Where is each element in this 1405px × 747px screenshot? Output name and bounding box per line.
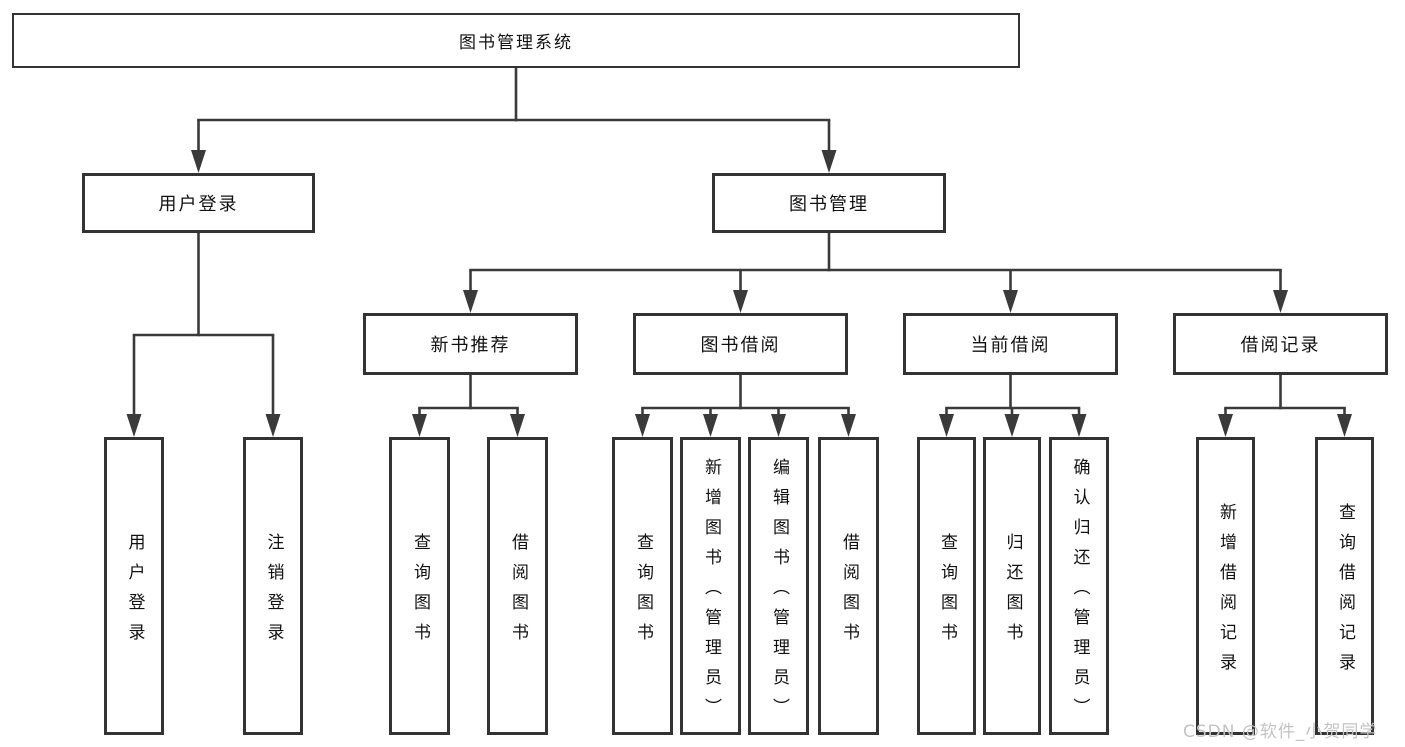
- node-leaf-query-books-2-label: 查询图书: [633, 532, 653, 653]
- node-leaf-confirm-return-label: 确认归还（管理员）: [1069, 457, 1090, 728]
- node-leaf-borrow-books-2: 借阅图书: [818, 437, 879, 735]
- node-leaf-return-book: 归还图书: [983, 437, 1041, 735]
- node-leaf-edit-book-admin-label: 编辑图书（管理员）: [769, 457, 789, 728]
- node-new-book-recommend-label: 新书推荐: [430, 335, 511, 356]
- node-leaf-query-books-3-label: 查询图书: [937, 532, 957, 653]
- node-book-management-label: 图书管理: [789, 194, 869, 215]
- node-leaf-query-books-2: 查询图书: [612, 437, 673, 735]
- node-leaf-query-borrow-record-label: 查询借阅记录: [1335, 502, 1355, 683]
- node-leaf-add-borrow-record: 新增借阅记录: [1196, 437, 1255, 735]
- node-leaf-add-book-admin: 新增图书（管理员）: [680, 437, 741, 735]
- node-leaf-borrow-books-1: 借阅图书: [487, 437, 548, 735]
- node-book-management: 图书管理: [712, 173, 946, 233]
- node-user-login: 用户登录: [82, 173, 315, 233]
- node-leaf-query-books-1: 查询图书: [389, 437, 450, 735]
- node-leaf-edit-book-admin: 编辑图书（管理员）: [748, 437, 809, 735]
- node-leaf-logout-label: 注销登录: [263, 532, 284, 653]
- node-leaf-add-borrow-record-label: 新增借阅记录: [1216, 502, 1236, 683]
- node-book-borrowing-label: 图书借阅: [700, 335, 781, 356]
- node-leaf-query-books-3: 查询图书: [917, 437, 976, 735]
- node-current-borrowing-label: 当前借阅: [970, 335, 1051, 356]
- node-leaf-return-book-label: 归还图书: [1002, 532, 1023, 653]
- node-borrowing-records-label: 借阅记录: [1240, 335, 1321, 356]
- node-leaf-add-book-admin-label: 新增图书（管理员）: [701, 457, 721, 728]
- node-leaf-query-borrow-record: 查询借阅记录: [1315, 437, 1374, 735]
- node-borrowing-records: 借阅记录: [1173, 313, 1388, 375]
- node-system-root-label: 图书管理系统: [459, 33, 573, 53]
- node-leaf-query-books-1-label: 查询图书: [410, 532, 430, 653]
- node-current-borrowing: 当前借阅: [903, 313, 1118, 375]
- node-book-borrowing: 图书借阅: [633, 313, 848, 375]
- watermark: CSDN @软件_小贺同学: [1183, 722, 1378, 742]
- node-leaf-logout: 注销登录: [243, 437, 303, 735]
- node-system-root: 图书管理系统: [12, 13, 1020, 68]
- node-leaf-borrow-books-1-label: 借阅图书: [508, 532, 528, 653]
- node-leaf-user-login: 用户登录: [104, 437, 164, 735]
- node-leaf-borrow-books-2-label: 借阅图书: [839, 532, 859, 653]
- node-new-book-recommend: 新书推荐: [363, 313, 578, 375]
- node-user-login-label: 用户登录: [158, 194, 239, 215]
- node-leaf-user-login-label: 用户登录: [124, 532, 145, 653]
- node-leaf-confirm-return: 确认归还（管理员）: [1049, 437, 1109, 735]
